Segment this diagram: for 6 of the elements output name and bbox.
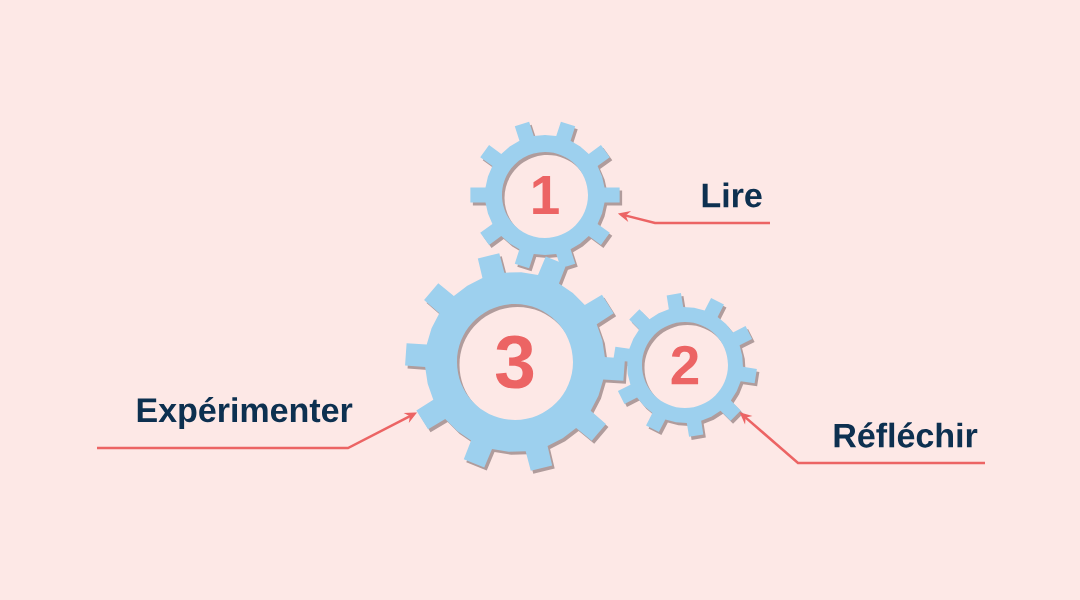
- gear: 3: [405, 253, 628, 474]
- gear: 1: [470, 121, 623, 272]
- label-text: Lire: [702, 182, 762, 208]
- label-text: Réfléchir: [834, 422, 978, 448]
- label-text: Expérimenter: [137, 397, 353, 429]
- gear: 2: [613, 293, 760, 440]
